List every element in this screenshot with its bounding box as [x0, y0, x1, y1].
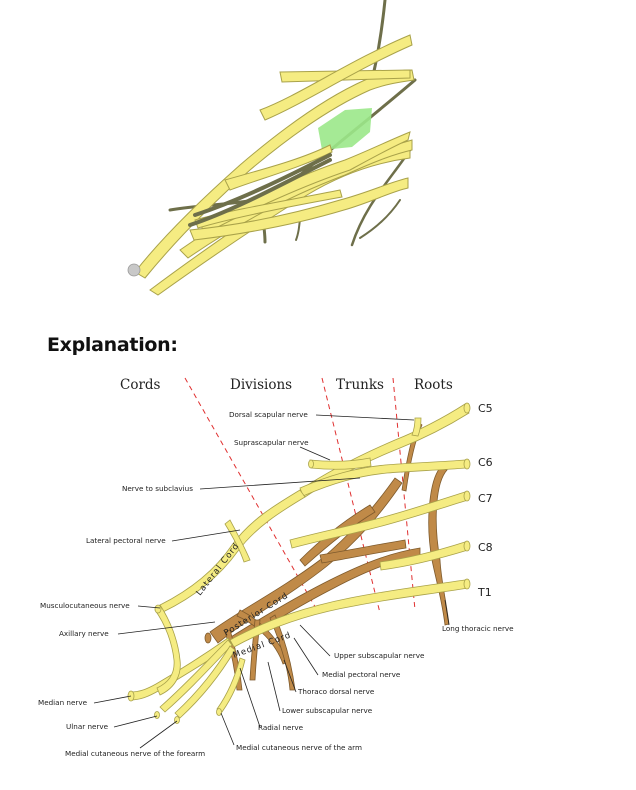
highlight-region: [318, 108, 372, 150]
label-roots: Roots: [414, 377, 453, 393]
label-dorsal-scapular: Dorsal scapular nerve: [229, 410, 308, 419]
label-medial-cutaneous-forearm: Medial cutaneous nerve of the forearm: [65, 749, 205, 758]
root-label-c7: C7: [478, 492, 493, 505]
cord-label-lateral: Lateral Cord: [194, 541, 241, 598]
label-cords: Cords: [120, 377, 161, 393]
label-lateral-pectoral: Lateral pectoral nerve: [86, 536, 166, 545]
label-trunks: Trunks: [336, 377, 384, 393]
root-label-c8: C8: [478, 541, 493, 554]
label-ulnar: Ulnar nerve: [66, 722, 109, 731]
label-upper-subscapular: Upper subscapular nerve: [334, 651, 425, 660]
label-suprascapular: Suprascapular nerve: [234, 438, 309, 447]
root-label-t1: T1: [477, 586, 492, 599]
root-label-c6: C6: [478, 456, 493, 469]
plexus-diagram: [127, 402, 471, 724]
top-sketch: [127, 0, 417, 296]
label-median: Median nerve: [38, 698, 88, 707]
leader-lines: [93, 414, 450, 749]
nerve-ends: [127, 402, 471, 724]
label-musculocutaneous: Musculocutaneous nerve: [40, 601, 130, 610]
label-long-thoracic: Long thoracic nerve: [442, 624, 514, 633]
explanation-heading: Explanation:: [47, 334, 178, 356]
anterior-divisions: [129, 403, 470, 719]
label-thoracodorsal: Thoraco dorsal nerve: [297, 687, 375, 696]
label-medial-cutaneous-arm: Medial cutaneous nerve of the arm: [236, 743, 362, 752]
label-divisions: Divisions: [230, 377, 292, 393]
label-radial: Radial nerve: [258, 723, 304, 732]
label-lower-subscapular: Lower subscapular nerve: [282, 706, 373, 715]
section-dividers: [184, 377, 416, 614]
label-subclavius: Nerve to subclavius: [122, 484, 193, 493]
label-medial-pectoral: Medial pectoral nerve: [322, 670, 401, 679]
root-label-c5: C5: [478, 402, 493, 415]
label-axillary: Axillary nerve: [59, 629, 109, 638]
